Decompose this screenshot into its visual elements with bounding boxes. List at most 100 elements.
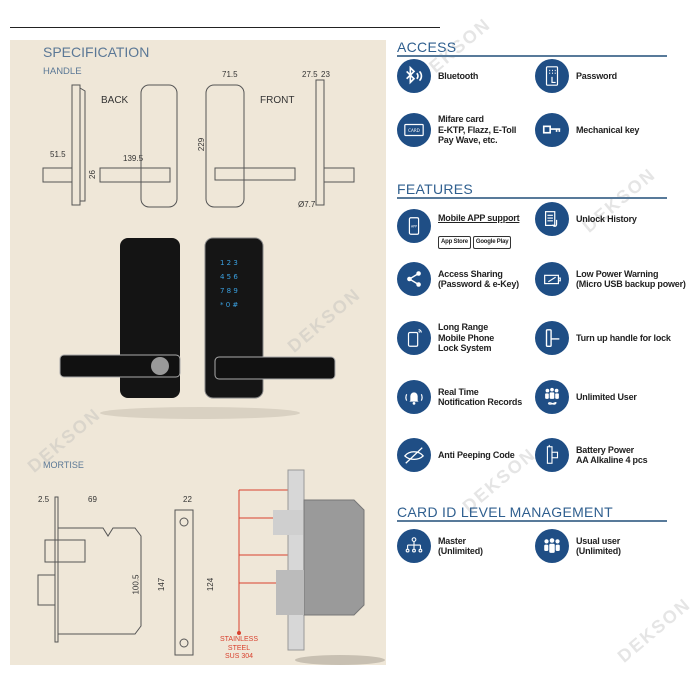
mortise-plate: [174, 509, 194, 656]
lock-product-photo: 1 2 3 4 5 6 7 8 9 * 0 #: [59, 237, 336, 419]
feature-notification: Real Time Notification Records: [397, 380, 522, 414]
back-label: BACK: [101, 95, 129, 106]
feature-unlimited-user: Unlimited User: [535, 380, 637, 414]
svg-text:4 5 6: 4 5 6: [220, 273, 238, 281]
features-heading: FEATURES: [397, 181, 474, 197]
dim-diameter: Ø7.7: [298, 200, 316, 209]
feature-access-sharing: Access Sharing (Password & e-Key): [397, 262, 519, 296]
share-icon: [397, 262, 431, 296]
top-divider: [10, 27, 440, 28]
feature-label: Access Sharing (Password & e-Key): [438, 268, 519, 290]
front-lever: [214, 167, 296, 181]
access-mifare-card: CARD Mifare card E-KTP, Flazz, E-Toll Pa…: [397, 113, 516, 147]
key-icon: [535, 113, 569, 147]
handle-label: HANDLE: [43, 66, 82, 77]
dim-plate-width: 22: [183, 495, 192, 504]
app-text: APP: [411, 224, 417, 228]
specification-title: SPECIFICATION: [43, 44, 150, 60]
dim-top-a: 27.5: [302, 70, 318, 79]
material-grade: SUS 304: [224, 653, 254, 660]
mortise-deadbolt: [37, 574, 56, 606]
feature-label: Long Range Mobile Phone Lock System: [438, 322, 495, 354]
svg-text:7 8 9: 7 8 9: [220, 287, 238, 295]
access-label: Password: [576, 70, 617, 81]
back-handle: [59, 354, 181, 378]
feature-label: Low Power Warning (Micro USB backup powe…: [576, 268, 686, 290]
svg-text:1 2 3: 1 2 3: [220, 259, 238, 267]
dim-face: 2.5: [38, 495, 50, 504]
side-lever-right: [323, 167, 355, 183]
card-text: CARD: [408, 128, 420, 133]
keypad: 1 2 3 4 5 6 7 8 9 * 0 #: [220, 259, 238, 309]
feature-long-range: Long Range Mobile Phone Lock System: [397, 321, 494, 355]
front-plate: [205, 84, 245, 208]
dim-lever-length: 139.5: [123, 154, 144, 163]
access-label: Bluetooth: [438, 70, 479, 81]
side-lever: [42, 167, 73, 183]
feature-label: Anti Peeping Code: [438, 449, 515, 460]
dim-side-depth: 51.5: [50, 150, 66, 159]
back-plate: [140, 84, 178, 208]
feature-turn-up-handle: Turn up handle for lock: [535, 321, 671, 355]
bluetooth-icon: [397, 59, 431, 93]
mortise-label: MORTISE: [43, 460, 84, 470]
handle-icon: [535, 321, 569, 355]
side-view-front: [315, 79, 325, 206]
callout-lines: [237, 489, 296, 635]
front-handle: [214, 356, 336, 380]
feature-unlock-history: Unlock History: [535, 202, 637, 236]
card-master: Master (Unlimited): [397, 529, 483, 563]
card-management-divider: [397, 520, 667, 522]
watermark: DEKSON: [613, 593, 693, 667]
features-divider: [397, 197, 667, 199]
side-view-back: [71, 84, 86, 206]
access-label: Mifare card E-KTP, Flazz, E-Toll Pay Wav…: [438, 114, 517, 146]
group-icon: [535, 529, 569, 563]
handle-drawings: [42, 79, 355, 208]
dim-width: 71.5: [222, 70, 238, 79]
battery-icon: [535, 262, 569, 296]
feature-low-power: Low Power Warning (Micro USB backup powe…: [535, 262, 686, 296]
mortise-body: [57, 527, 142, 635]
mortise-drawings: [37, 469, 385, 665]
feature-label: Mobile APP support: [438, 213, 520, 223]
specification-panel: SPECIFICATION HANDLE BACK FRONT 51.5 139…: [10, 40, 386, 665]
feature-anti-peeping: Anti Peeping Code: [397, 438, 515, 472]
access-bluetooth: Bluetooth: [397, 59, 478, 93]
back-lever: [99, 167, 171, 183]
access-mechanical-key: Mechanical key: [535, 113, 639, 147]
history-icon: [535, 202, 569, 236]
phone-app-icon: APP: [397, 208, 431, 243]
card-management-heading: CARD ID LEVEL MANAGEMENT: [397, 504, 613, 520]
mobile-phone-icon: [397, 321, 431, 355]
eye-slash-icon: [397, 438, 431, 472]
access-heading: ACCESS: [397, 39, 457, 55]
app-store-badge[interactable]: App Store: [438, 236, 471, 249]
feature-label: Unlock History: [576, 213, 637, 224]
feature-label: Battery Power AA Alkaline 4 pcs: [576, 444, 648, 466]
users-infinity-icon: [535, 380, 569, 414]
mortise-latch: [44, 539, 86, 563]
front-label: FRONT: [260, 95, 295, 106]
card-usual-user: Usual user (Unlimited): [535, 529, 621, 563]
dim-backset: 69: [88, 495, 97, 504]
feature-label: Real Time Notification Records: [438, 386, 523, 408]
access-password: Password: [535, 59, 617, 93]
access-divider: [397, 55, 667, 57]
hierarchy-icon: [397, 529, 431, 563]
feature-battery-power: Battery Power AA Alkaline 4 pcs: [535, 438, 648, 472]
material-label: STAINLESS STEEL: [220, 636, 258, 652]
google-play-badge[interactable]: Google Play: [472, 236, 512, 249]
access-label: Mechanical key: [576, 124, 640, 135]
svg-text:* 0 #: * 0 #: [220, 301, 238, 309]
keypad-icon: [535, 59, 569, 93]
material-callout: STAINLESS STEEL SUS 304: [213, 636, 265, 662]
card-label: Master (Unlimited): [438, 535, 483, 557]
dim-top-b: 23: [321, 70, 330, 79]
mortise-photo: [273, 469, 385, 665]
card-icon: CARD: [397, 113, 431, 147]
feature-label: Turn up handle for lock: [576, 332, 671, 343]
aa-battery-icon: [535, 438, 569, 472]
feature-label: Unlimited User: [576, 391, 637, 402]
